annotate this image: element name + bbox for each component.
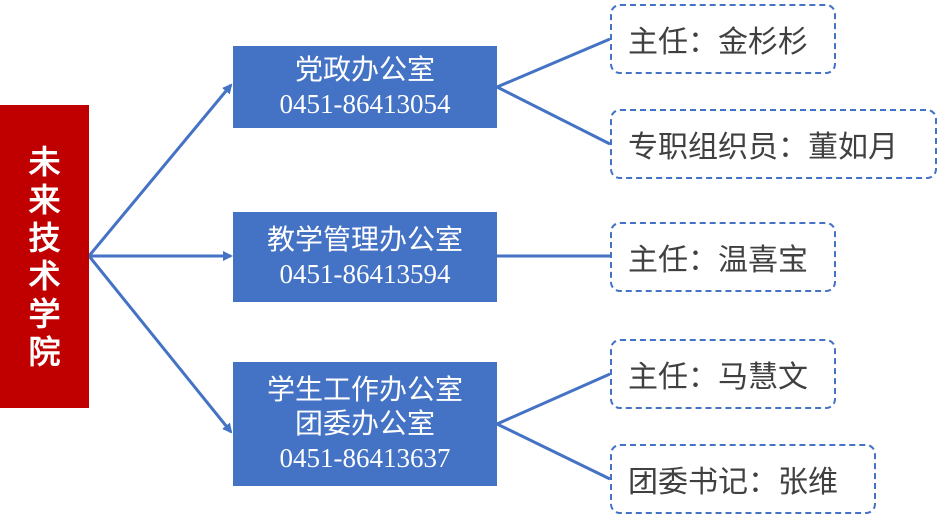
- arrow-to-office-3: [87, 255, 233, 434]
- office-name: 教学管理办公室: [266, 223, 463, 256]
- office-phone: 0451-86413637: [279, 443, 451, 473]
- person-node: 主任：马慧文: [610, 339, 836, 409]
- office-phone: 0451-86413594: [279, 259, 451, 289]
- office-name: 党政办公室: [294, 53, 435, 86]
- person-label: 专职组织员：董如月: [628, 130, 898, 165]
- office-node-student-affairs: 学生工作办公室 团委办公室 0451-86413637: [233, 362, 497, 486]
- college-name-char: 来: [28, 180, 61, 219]
- person-node: 主任：金杉杉: [610, 4, 836, 74]
- person-label: 主任：温喜宝: [628, 243, 808, 278]
- office-phone: 0451-86413054: [279, 89, 451, 119]
- person-label: 主任：金杉杉: [628, 25, 808, 60]
- person-node: 专职组织员：董如月: [610, 109, 937, 179]
- person-label: 团委书记：张维: [628, 465, 838, 500]
- person-node: 团委书记：张维: [610, 444, 876, 514]
- college-name-char: 术: [28, 256, 61, 295]
- office-name-secondary: 团委办公室: [294, 407, 435, 440]
- college-root-node: 未 来 技 术 学 院: [0, 105, 89, 408]
- line-office-3-person-4: [496, 372, 611, 426]
- office-name: 学生工作办公室: [266, 373, 463, 406]
- person-node: 主任：温喜宝: [610, 222, 836, 292]
- line-office-1-person-1: [496, 37, 611, 89]
- line-office-1-person-2: [496, 85, 611, 146]
- college-name-char: 未: [28, 142, 61, 181]
- college-name-char: 院: [28, 332, 61, 371]
- arrow-to-office-1: [87, 83, 233, 257]
- office-node-party-admin: 党政办公室 0451-86413054: [233, 46, 497, 128]
- person-label: 主任：马慧文: [628, 360, 808, 395]
- college-name-char: 学: [28, 294, 61, 333]
- line-office-3-person-5: [496, 422, 611, 481]
- office-node-teaching-admin: 教学管理办公室 0451-86413594: [233, 212, 497, 302]
- college-name-char: 技: [28, 218, 61, 257]
